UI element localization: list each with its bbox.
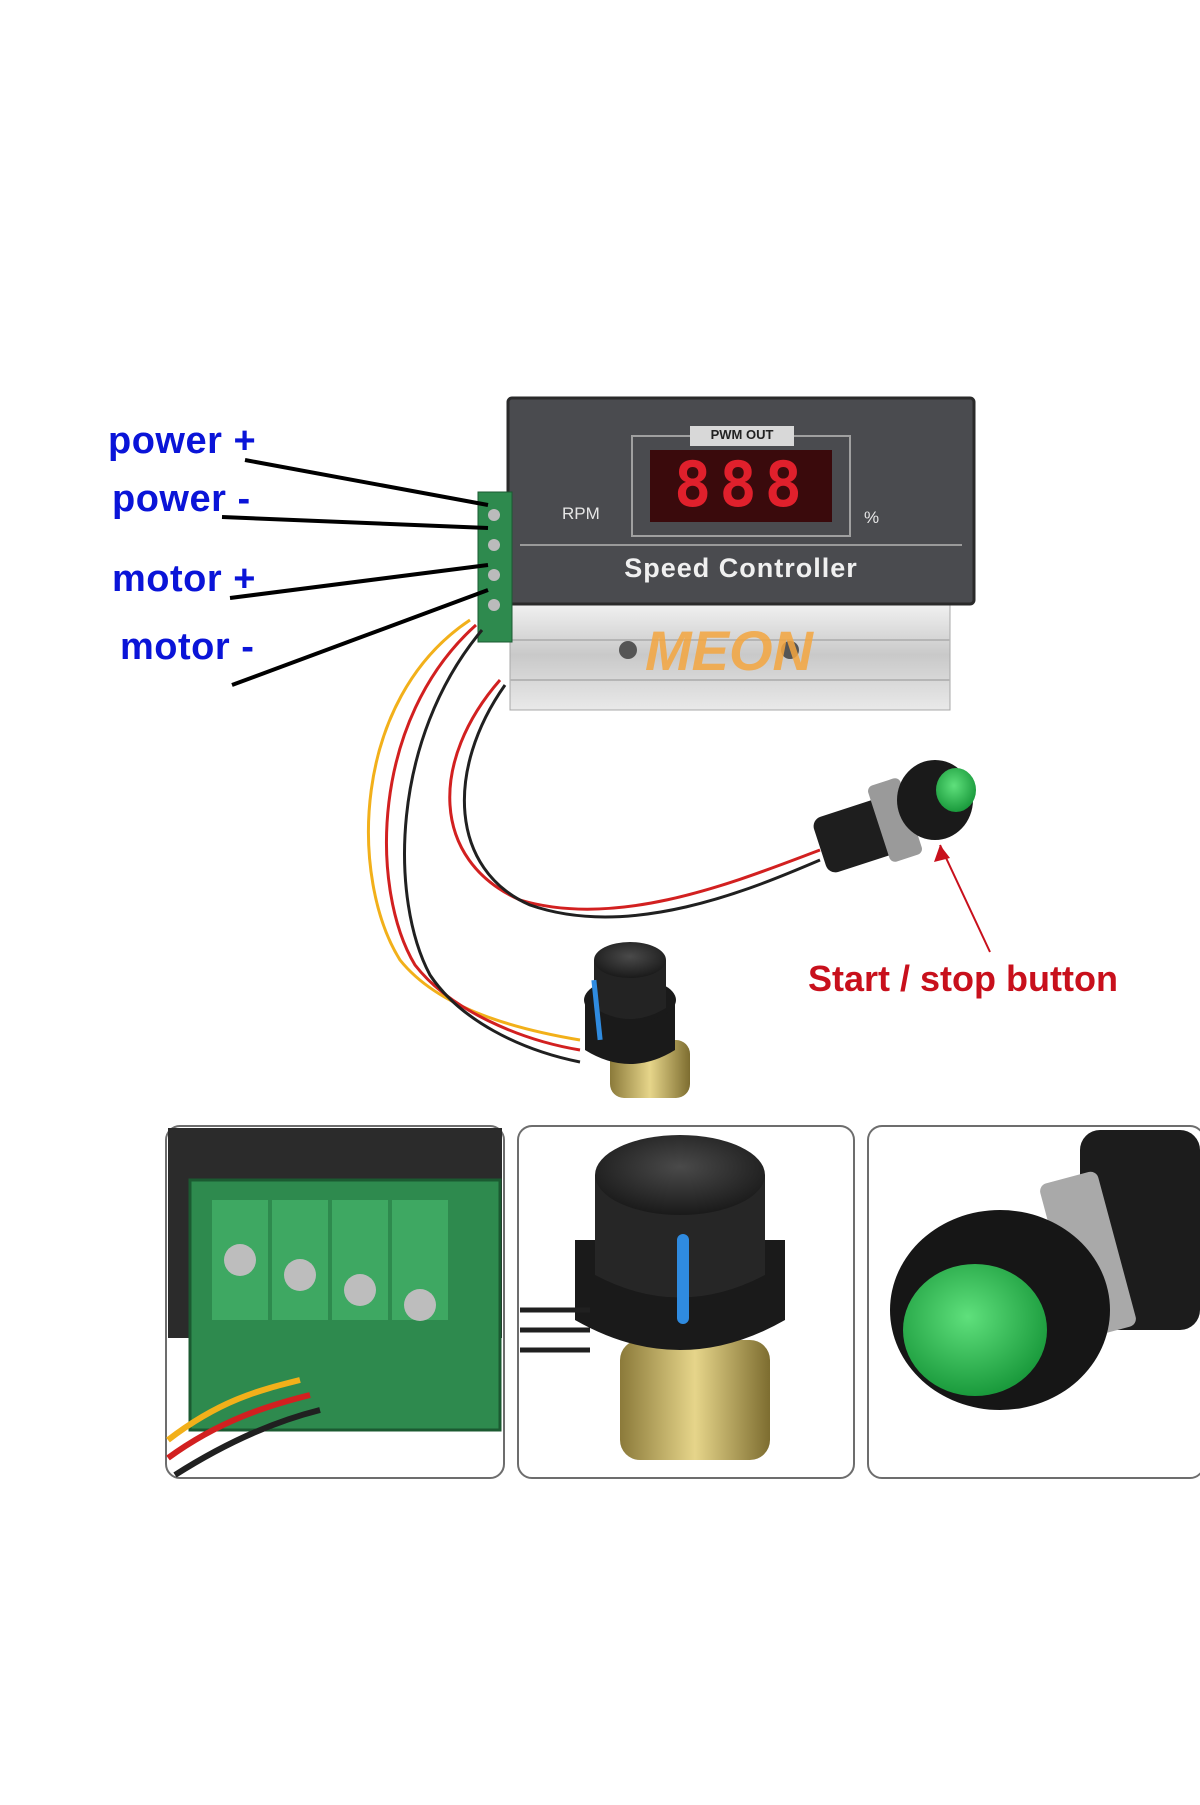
callout-arrowhead <box>934 845 950 862</box>
label-power-plus: power + <box>108 420 257 462</box>
led-digits: 888 <box>674 448 810 521</box>
pwm-label-box <box>690 426 794 446</box>
watermark: MEON <box>645 619 813 682</box>
detail-panel-terminal <box>165 1125 505 1479</box>
led-display <box>650 450 832 522</box>
connection-wires <box>366 618 821 1064</box>
pwm-out-label: PWM OUT <box>710 427 774 442</box>
housing-screw <box>619 641 637 659</box>
label-motor-plus: motor + <box>112 558 256 600</box>
rpm-label: RPM <box>562 504 600 523</box>
detail-panel-knob <box>517 1125 855 1479</box>
start-stop-button <box>813 760 976 873</box>
aluminium-housing <box>509 599 951 711</box>
housing-screw <box>781 641 799 659</box>
percent-label: % <box>864 508 880 527</box>
callout-arrow <box>939 844 991 953</box>
speed-knob <box>584 942 690 1098</box>
pointer-lines <box>221 458 489 687</box>
label-power-minus: power - <box>112 478 251 520</box>
device-name: Speed Controller <box>624 553 858 583</box>
detail-panel-button <box>867 1125 1200 1479</box>
label-start-stop-button: Start / stop button <box>808 958 1118 999</box>
label-motor-minus: motor - <box>120 626 255 668</box>
